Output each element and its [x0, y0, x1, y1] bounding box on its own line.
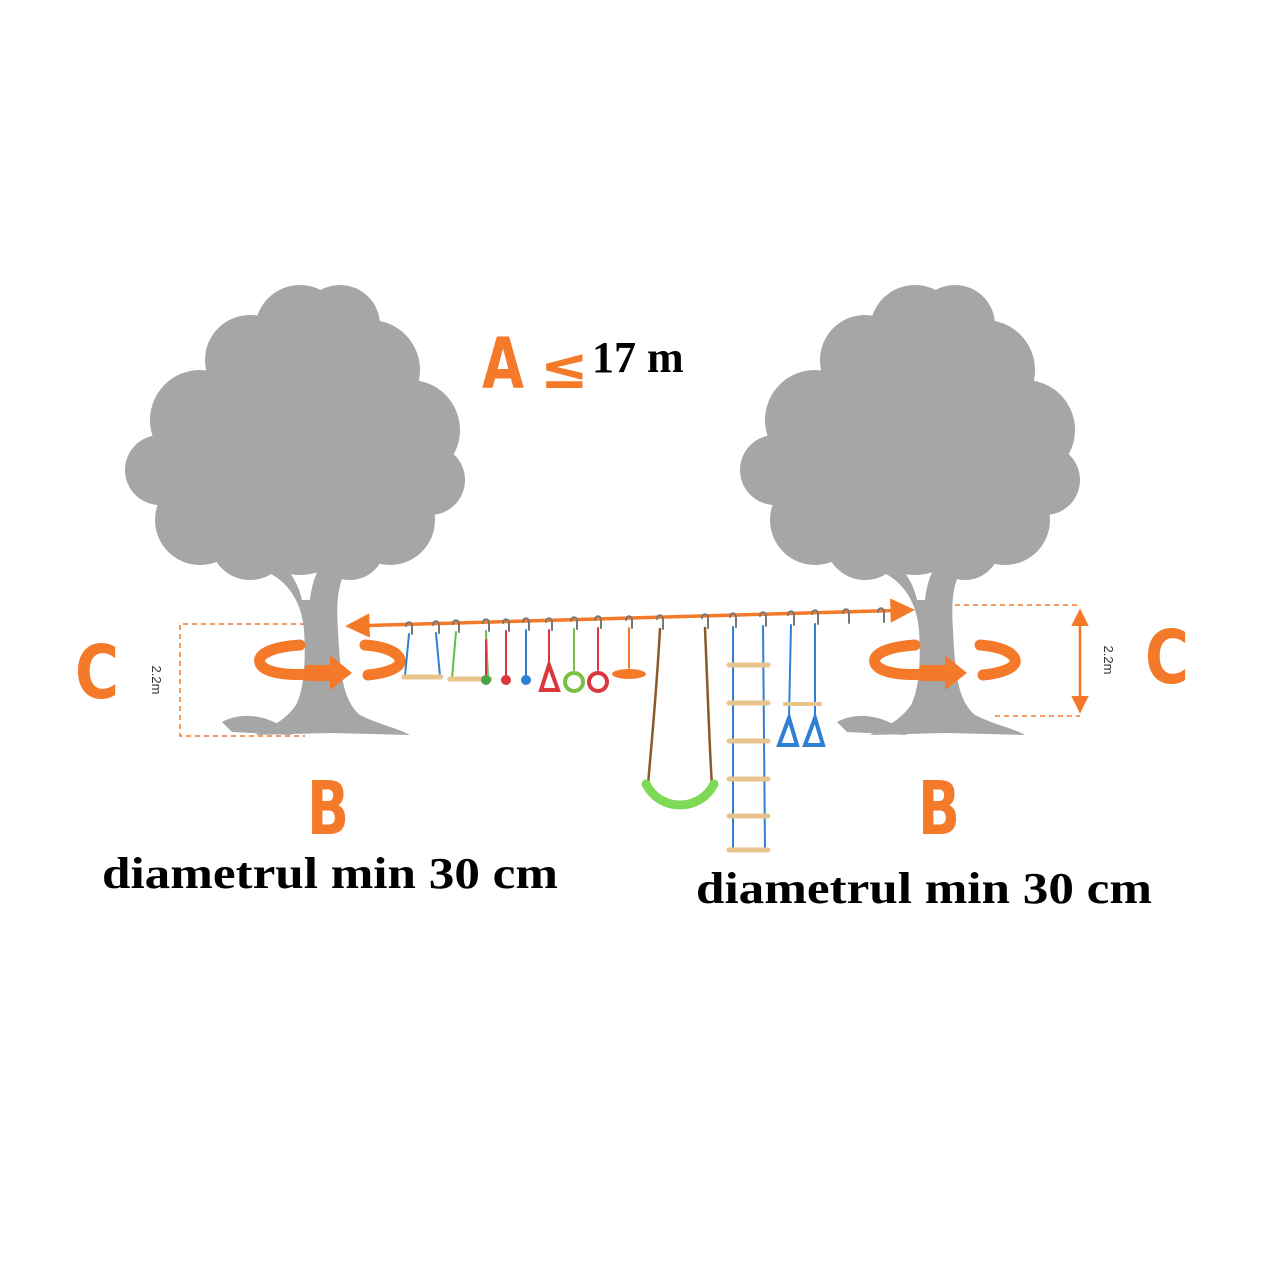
accessory-disc-swing: [612, 627, 646, 679]
accessory-triangle-bar: [401, 632, 444, 680]
label-diameter-right: diametrul min 30 cm: [696, 864, 1152, 913]
accessory-belt-swing: [641, 626, 719, 810]
label-a: A: [482, 323, 524, 405]
left-tree-root: [222, 715, 292, 735]
label-b-left: B: [307, 766, 349, 852]
label-b-right: B: [918, 766, 960, 852]
right-height-label: 2.2m: [1101, 646, 1116, 675]
label-less-equal: ≤: [540, 334, 589, 402]
left-tree: [125, 285, 465, 735]
left-tree-wrap-arrow: [254, 639, 406, 690]
hanging-accessories: [401, 607, 885, 853]
accessory-gym-rings: [776, 623, 826, 747]
carabiners: [405, 607, 885, 635]
left-height-label: 2.2m: [149, 666, 164, 695]
right-tree-trunk: [870, 545, 1025, 735]
accessory-green-ring: [563, 628, 585, 693]
right-tree-crown: [740, 285, 1080, 580]
left-tree-crown: [125, 285, 465, 580]
accessory-green-trapeze: [447, 630, 493, 682]
label-diameter-left: diametrul min 30 cm: [102, 849, 558, 898]
right-tree-wrap-arrow: [869, 639, 1021, 690]
distance-arrow: [345, 598, 915, 638]
left-tree-trunk: [255, 545, 410, 735]
accessory-fist-holds: [481, 629, 531, 685]
right-tree-root: [837, 715, 907, 735]
accessory-red-ring: [587, 627, 609, 693]
label-c-left: C: [75, 630, 119, 716]
label-c-right: C: [1145, 615, 1189, 701]
right-height-indicator: 2.2m: [955, 604, 1116, 717]
accessory-red-triangle: [538, 629, 561, 692]
label-distance: 17 m: [592, 333, 684, 382]
left-height-indicator: 2.2m: [149, 623, 305, 737]
right-tree: [740, 285, 1080, 735]
accessory-rope-ladder: [726, 625, 771, 853]
